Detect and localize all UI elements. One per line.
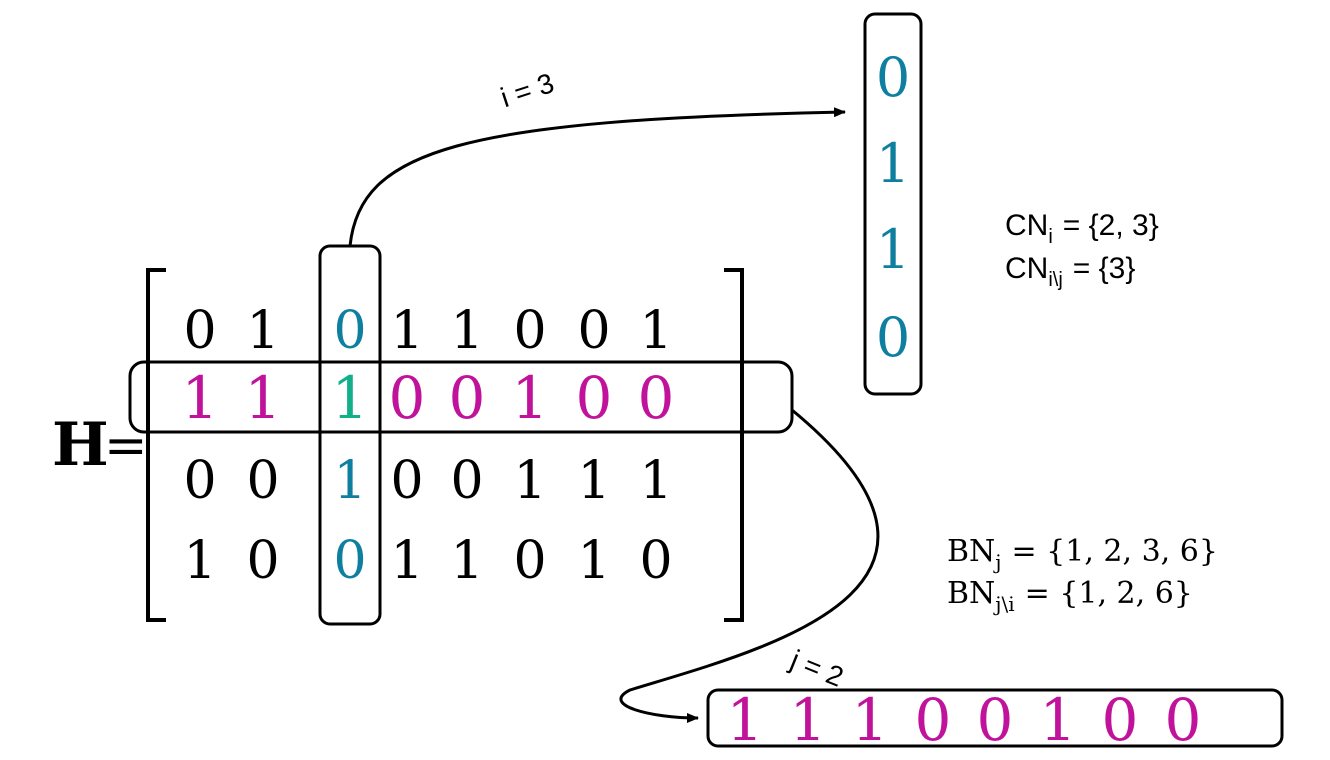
row-highlight-box — [128, 360, 794, 434]
cn-excl-value: = {3} — [1073, 252, 1136, 285]
column-arrow-label: i = 3 — [497, 67, 558, 113]
matrix-cell-r2-c6: 1 — [512, 364, 549, 432]
column-vector-value-2: 1 — [876, 132, 910, 195]
matrix-cell-r2-c5: 0 — [449, 364, 486, 432]
matrix-cell-r2-c3: 1 — [332, 364, 369, 432]
bn-full-sub: j — [993, 550, 1001, 574]
matrix-cell-r4-c7: 1 — [577, 531, 610, 591]
cn-full-name: CN — [1005, 209, 1048, 242]
row-extract-arrow — [619, 408, 880, 723]
matrix-cell-r4-c2: 0 — [246, 531, 279, 591]
row-vector-value-6: 1 — [1040, 686, 1077, 754]
matrix-cell-r3-c5: 0 — [450, 451, 483, 511]
cn-full-sub: i — [1048, 226, 1052, 248]
cn-full-value: = {2, 3} — [1063, 209, 1159, 242]
column-extract-arrow — [348, 107, 846, 247]
matrix-cell-r4-c8: 0 — [639, 531, 672, 591]
matrix-cell-r1-c6: 0 — [513, 301, 546, 361]
matrix-cell-r1-c5: 1 — [450, 301, 483, 361]
matrix-equals: = — [104, 416, 148, 476]
row-vector-value-5: 0 — [977, 686, 1014, 754]
cn-excl-sub: i\j — [1048, 269, 1062, 291]
matrix-cell-r1-c3: 0 — [333, 301, 366, 361]
matrix-cell-r1-c4: 1 — [390, 301, 423, 361]
matrix-cell-r4-c4: 1 — [390, 531, 423, 591]
matrix-cell-r2-c1: 1 — [182, 364, 219, 432]
bn-excl-name: BN — [947, 576, 995, 611]
bn-excl-set: BNj\i = {1, 2, 6} — [947, 576, 1193, 616]
matrix-cell-r4-c6: 0 — [513, 531, 546, 591]
column-vector-value-4: 0 — [876, 306, 910, 369]
matrix-left-bracket — [146, 268, 166, 622]
matrix-cell-r3-c7: 1 — [577, 451, 610, 511]
matrix-cell-r3-c2: 0 — [246, 451, 279, 511]
matrix-cell-r1-c2: 1 — [246, 301, 279, 361]
matrix-cell-r3-c1: 0 — [183, 451, 216, 511]
matrix-cell-r2-c4: 0 — [389, 364, 426, 432]
matrix-label: H — [52, 410, 109, 480]
matrix-cell-r4-c1: 1 — [183, 531, 216, 591]
matrix-cell-r2-c7: 0 — [576, 364, 613, 432]
column-vector-value-3: 1 — [876, 218, 910, 281]
row-vector-value-2: 1 — [790, 686, 827, 754]
matrix-cell-r3-c8: 1 — [639, 451, 672, 511]
matrix-cell-r4-c3: 0 — [333, 531, 366, 591]
bn-full-name: BN — [947, 534, 995, 569]
matrix-right-bracket — [724, 268, 744, 622]
matrix-cell-r2-c8: 0 — [638, 364, 675, 432]
matrix-cell-r3-c4: 0 — [390, 451, 423, 511]
column-vector: 0 1 1 0 — [876, 46, 910, 369]
column-vector-box — [863, 12, 923, 396]
matrix-cell-r2-c2: 1 — [245, 364, 282, 432]
row-vector-value-3: 1 — [852, 686, 889, 754]
matrix-cell-r3-c6: 1 — [513, 451, 546, 511]
bn-excl-sub: j\i — [993, 592, 1014, 616]
matrix-cell-r1-c8: 1 — [639, 301, 672, 361]
matrix-cell-r1-c1: 0 — [183, 301, 216, 361]
cn-excl-set: CNi\j = {3} — [1005, 252, 1135, 291]
matrix-cell-r4-c5: 1 — [450, 531, 483, 591]
matrix-cell-r1-c7: 0 — [577, 301, 610, 361]
row-vector-value-4: 0 — [915, 686, 952, 754]
column-vector-value-1: 0 — [876, 46, 910, 109]
cn-excl-name: CN — [1005, 252, 1048, 285]
row-vector-value-1: 1 — [727, 686, 764, 754]
bn-full-set: BNj = {1, 2, 3, 6} — [947, 534, 1218, 574]
row-vector-value-8: 0 — [1165, 686, 1202, 754]
bn-full-value: = {1, 2, 3, 6} — [1012, 534, 1218, 569]
row-vector-box — [706, 688, 1284, 748]
cn-full-set: CNi = {2, 3} — [1005, 209, 1159, 248]
bn-excl-value: = {1, 2, 6} — [1025, 576, 1193, 611]
row-vector-value-7: 0 — [1102, 686, 1139, 754]
matrix-cell-r3-c3: 1 — [333, 451, 366, 511]
